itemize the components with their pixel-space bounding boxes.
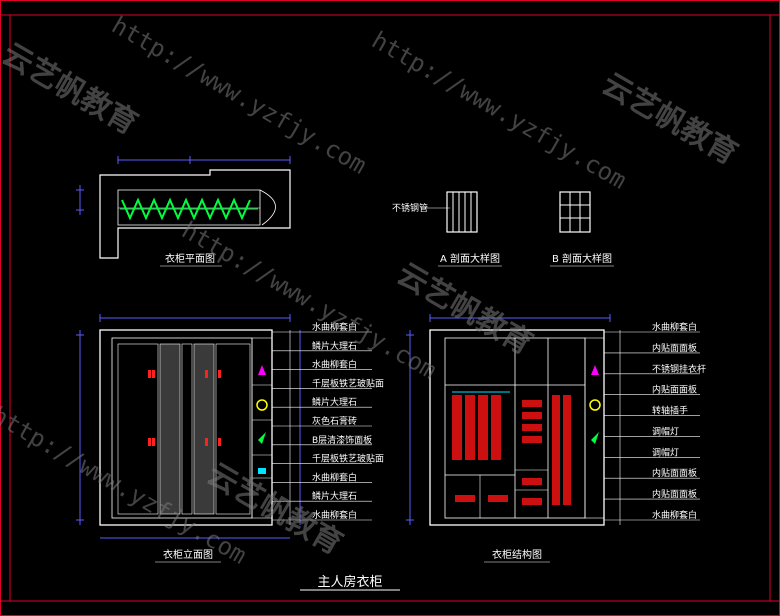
annotation-label: 转轴插手 xyxy=(652,405,688,417)
structure-labels: 水曲柳套白内贴面面板不锈钢挂衣杆内贴面面板转轴插手调帽灯调帽灯内贴面面板内贴面面… xyxy=(604,321,706,521)
annotation-label: 调帽灯 xyxy=(652,425,679,437)
structure-title: 衣柜结构图 xyxy=(492,548,542,561)
section-b-title: B 剖面大样图 xyxy=(552,252,612,265)
annotation-label: 水曲柳套白 xyxy=(312,359,357,371)
annotation-label: 鳞片大理石 xyxy=(312,340,357,352)
structure-view: 衣柜结构图 xyxy=(406,314,621,563)
watermark-url: http://www.yzfjy.com xyxy=(107,11,371,180)
main-title-block: 主人房衣柜 xyxy=(300,574,400,591)
plan-title: 衣柜平面图 xyxy=(165,252,215,265)
watermark-url: http://www.yzfjy.com xyxy=(177,216,441,385)
section-a: 不锈钢管 A 剖面大样图 xyxy=(392,191,502,267)
annotation-label: 千层板铁艺玻贴面 xyxy=(312,453,384,465)
elevation-view: 衣柜立面图 xyxy=(76,314,301,563)
plan-view: 衣柜平面图 xyxy=(76,156,291,267)
elevation-labels: 水曲柳套白鳞片大理石水曲柳套白千层板铁艺玻贴面鳞片大理石灰色石膏砖B层清漆饰面板… xyxy=(272,321,384,521)
main-title: 主人房衣柜 xyxy=(317,574,382,590)
annotation-label: 鳞片大理石 xyxy=(312,396,357,408)
hangers-plan xyxy=(121,197,251,221)
annotation-label: 内贴面面板 xyxy=(652,467,697,479)
annotation-label: 水曲柳套白 xyxy=(312,471,357,483)
section-b: B 剖面大样图 xyxy=(550,191,614,267)
annotation-label: 调帽灯 xyxy=(652,446,679,458)
annotation-label: 灰色石膏砖 xyxy=(312,415,357,427)
section-a-title: A 剖面大样图 xyxy=(440,252,500,265)
annotation-label: 内贴面面板 xyxy=(652,488,697,500)
watermarks: http://www.yzfjy.com http://www.yzfjy.co… xyxy=(0,11,743,570)
annotation-label: 不锈钢挂衣杆 xyxy=(652,363,706,375)
annotation-label: 水曲柳套白 xyxy=(652,321,697,333)
watermark-brand: 云艺帆教育 xyxy=(0,37,143,142)
annotation-label: 水曲柳套白 xyxy=(652,509,697,521)
annotation-label: 千层板铁艺玻贴面 xyxy=(312,377,384,389)
watermark-url: http://www.yzfjy.com xyxy=(367,26,631,195)
pipe-label: 不锈钢管 xyxy=(392,202,428,214)
annotation-label: 鳞片大理石 xyxy=(312,490,357,502)
annotation-label: 内贴面面板 xyxy=(652,342,697,354)
annotation-label: B层清漆饰面板 xyxy=(312,434,372,446)
elevation-title: 衣柜立面图 xyxy=(163,548,213,561)
annotation-label: 水曲柳套白 xyxy=(312,509,357,521)
annotation-label: 水曲柳套白 xyxy=(312,321,357,333)
watermark-brand: 云艺帆教育 xyxy=(596,67,743,172)
annotation-label: 内贴面面板 xyxy=(652,384,697,396)
